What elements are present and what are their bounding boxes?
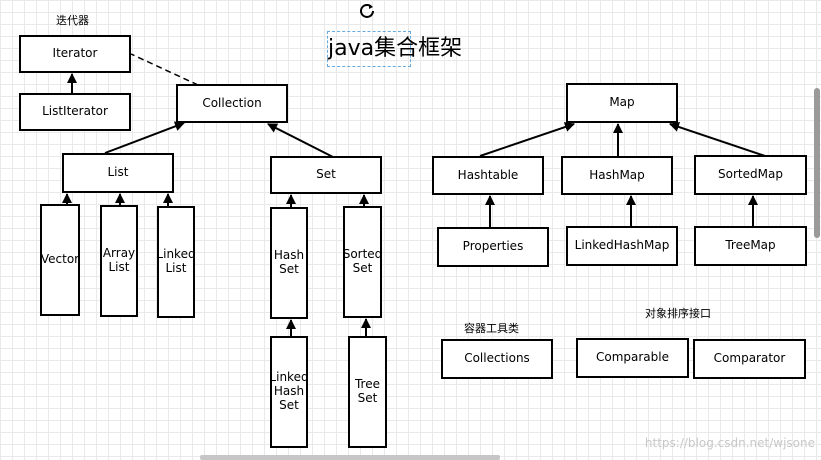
iterator-node[interactable]: Iterator: [19, 35, 131, 73]
comparable-node[interactable]: Comparable: [576, 338, 689, 378]
sortedmap-node[interactable]: SortedMap: [694, 155, 807, 195]
watermark: https://blog.csdn.net/wjsone: [644, 436, 815, 450]
edge-collection-iterator: [130, 53, 199, 86]
list-node[interactable]: List: [62, 153, 174, 193]
iterator-group-label: 迭代器: [56, 14, 89, 27]
arraylist-node[interactable]: Array List: [100, 205, 138, 317]
linkedhashset-node[interactable]: Linked Hash Set: [269, 336, 309, 448]
comparator-node[interactable]: Comparator: [693, 339, 806, 379]
set-node[interactable]: Set: [270, 156, 382, 194]
treemap-node[interactable]: TreeMap: [694, 226, 807, 266]
edge-list-collection: [104, 121, 185, 154]
collections-node[interactable]: Collections: [441, 339, 553, 379]
horizontal-scrollbar[interactable]: [200, 455, 500, 460]
edge-sortedmap-map: [669, 122, 766, 157]
properties-node[interactable]: Properties: [437, 227, 549, 267]
compare-group-label: 对象排序接口: [645, 307, 711, 320]
collection-node[interactable]: Collection: [176, 84, 288, 123]
hashset-node[interactable]: Hash Set: [270, 207, 308, 319]
sortedset-node[interactable]: Sorted Set: [343, 206, 382, 318]
edge-set-collection: [267, 123, 334, 158]
treeset-node[interactable]: Tree Set: [348, 336, 387, 448]
hashtable-node[interactable]: Hashtable: [432, 156, 544, 195]
rotate-handle-icon[interactable]: [358, 2, 376, 20]
listiterator-node[interactable]: ListIterator: [19, 93, 131, 131]
vertical-scrollbar[interactable]: [814, 88, 820, 238]
vector-node[interactable]: Vector: [40, 204, 80, 316]
linkedlist-node[interactable]: Linked List: [156, 206, 196, 318]
hashmap-node[interactable]: HashMap: [561, 156, 673, 195]
edge-hashtable-map: [479, 122, 575, 157]
utility-group-label: 容器工具类: [464, 322, 519, 335]
linkedhashmap-node[interactable]: LinkedHashMap: [566, 226, 678, 266]
map-node[interactable]: Map: [566, 83, 678, 123]
